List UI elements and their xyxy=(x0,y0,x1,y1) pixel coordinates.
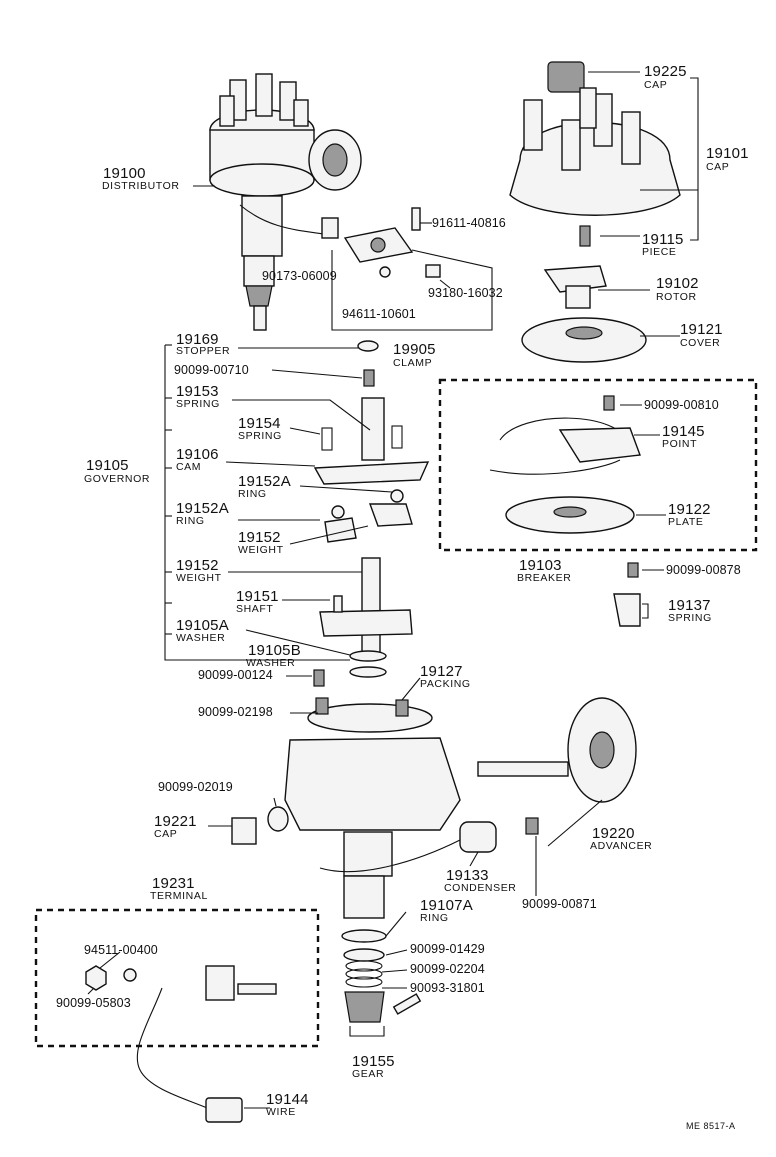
callout-19137-number: 19137 xyxy=(668,597,711,614)
callout-19115-number: 19115 xyxy=(642,231,684,248)
callout-19115-name: PIECE xyxy=(642,246,677,258)
part-number-90099-02204: 90099-02204 xyxy=(410,962,485,976)
callout-19152A-ring-lower-name: RING xyxy=(176,515,205,527)
callout-19101-number: 19101 xyxy=(706,145,749,162)
callout-19106-number: 19106 xyxy=(176,446,219,463)
callout-19133-number: 19133 xyxy=(446,867,489,884)
callout-19137-name: SPRING xyxy=(668,612,712,624)
part-number-90099-01429: 90099-01429 xyxy=(410,942,485,956)
part-number-90099-02019: 90099-02019 xyxy=(158,780,233,794)
callout-19153-number: 19153 xyxy=(176,383,219,400)
callout-19144-number: 19144 xyxy=(266,1091,309,1108)
callout-19121-number: 19121 xyxy=(680,321,723,338)
part-number-90099-02198: 90099-02198 xyxy=(198,705,273,719)
callout-19152A-ring-upper-name: RING xyxy=(238,488,267,500)
callout-19152-weight-lower-name: WEIGHT xyxy=(176,572,222,584)
callout-19133-name: CONDENSER xyxy=(444,882,517,894)
callout-19231-name: TERMINAL xyxy=(150,890,208,902)
callout-19122-number: 19122 xyxy=(668,501,711,518)
part-number-90099-00871: 90099-00871 xyxy=(522,897,597,911)
callout-19155-name: GEAR xyxy=(352,1068,385,1080)
callout-19105-number: 19105 xyxy=(86,457,129,474)
assembled-distributor-drawing xyxy=(209,73,362,331)
part-number-90099-00710: 90099-00710 xyxy=(174,363,249,377)
terminal-drawing xyxy=(34,908,320,1123)
part-number-90093-31801: 90093-31801 xyxy=(410,981,485,995)
callout-19221-name: CAP xyxy=(154,828,178,840)
callout-19905-name: CLAMP xyxy=(393,357,433,369)
callout-19100-number: 19100 xyxy=(103,165,146,182)
cap-rotor-drawing xyxy=(509,61,681,363)
callout-19107A-name: RING xyxy=(420,912,449,924)
callout-19121-name: COVER xyxy=(680,337,721,349)
callout-19145-number: 19145 xyxy=(662,423,705,440)
callout-19152A-ring-lower-number: 19152A xyxy=(176,500,229,517)
callout-19152-weight-upper-name: WEIGHT xyxy=(238,544,284,556)
callout-19122-name: PLATE xyxy=(668,516,704,528)
part-number-90173-06009: 90173-06009 xyxy=(262,269,337,283)
diagram-code: ME 8517-A xyxy=(686,1121,736,1131)
callout-19100-name: DISTRIBUTOR xyxy=(102,180,180,192)
callout-19105B-number: 19105B xyxy=(248,642,301,659)
callout-19107A-number: 19107A xyxy=(420,897,473,914)
callout-19225-number: 19225 xyxy=(644,63,687,80)
part-number-90099-00810: 90099-00810 xyxy=(644,398,719,412)
callout-19103-name: BREAKER xyxy=(517,572,572,584)
part-number-90099-00878: 90099-00878 xyxy=(666,563,741,577)
callout-19152-weight-lower-number: 19152 xyxy=(176,557,219,574)
callout-19127-name: PACKING xyxy=(420,678,471,690)
part-number-91611-40816: 91611-40816 xyxy=(432,216,506,230)
callout-19106-name: CAM xyxy=(176,461,202,473)
callout-19220-number: 19220 xyxy=(592,825,635,842)
callout-19225-name: CAP xyxy=(644,79,668,91)
callout-19105A-number: 19105A xyxy=(176,617,229,634)
callout-19127-number: 19127 xyxy=(420,663,463,680)
callout-19102-name: ROTOR xyxy=(656,291,697,303)
callout-19153-name: SPRING xyxy=(176,398,220,410)
gear-drawing xyxy=(341,929,422,1023)
callout-19155-number: 19155 xyxy=(352,1053,395,1070)
callout-19221-number: 19221 xyxy=(154,813,197,830)
callout-19152A-ring-upper-number: 19152A xyxy=(238,473,291,490)
callout-19102-number: 19102 xyxy=(656,275,699,292)
callout-19101-name: CAP xyxy=(706,161,730,173)
governor-drawing xyxy=(313,340,430,687)
leader-lines xyxy=(87,71,699,1109)
housing-drawing xyxy=(231,697,637,919)
callout-19103-number: 19103 xyxy=(519,557,562,574)
callout-19905-number: 19905 xyxy=(393,341,436,358)
part-number-90099-05803: 90099-05803 xyxy=(56,996,131,1010)
callout-19151-name: SHAFT xyxy=(236,603,274,615)
callout-19151-number: 19151 xyxy=(236,588,279,605)
part-number-90099-00124: 90099-00124 xyxy=(198,668,273,682)
callout-19231-number: 19231 xyxy=(152,875,195,892)
callout-19145-name: POINT xyxy=(662,438,698,450)
callout-19105-name: GOVERNOR xyxy=(84,473,151,485)
clamp-drawing xyxy=(321,207,441,278)
callout-19169-name: STOPPER xyxy=(176,345,231,357)
callout-19169-number: 19169 xyxy=(176,331,219,348)
part-number-94511-00400: 94511-00400 xyxy=(84,943,158,957)
callout-19152-weight-upper-number: 19152 xyxy=(238,529,281,546)
callout-19105B-name: WASHER xyxy=(246,657,296,669)
callout-19154-name: SPRING xyxy=(238,430,282,442)
callout-19144-name: WIRE xyxy=(266,1106,296,1118)
breaker-drawing xyxy=(438,378,758,627)
part-number-94611-10601: 94611-10601 xyxy=(342,307,416,321)
part-number-93180-16032: 93180-16032 xyxy=(428,286,503,300)
callout-19154-number: 19154 xyxy=(238,415,281,432)
callout-19105A-name: WASHER xyxy=(176,632,226,644)
callout-19220-name: ADVANCER xyxy=(590,840,653,852)
